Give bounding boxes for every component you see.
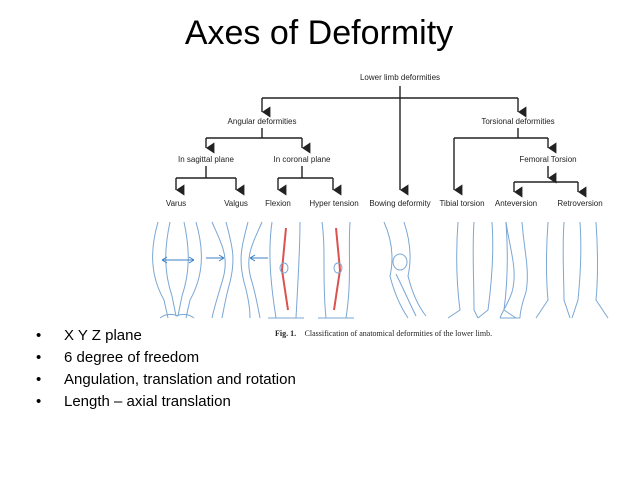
node-lower-limb-deformities: Lower limb deformities <box>360 73 440 82</box>
node-angular-deformities: Angular deformities <box>228 117 297 126</box>
bullet-item-length-axial-translation: Length – axial translation <box>36 392 296 414</box>
bullet-item-angulation-translation-rotation: Angulation, translation and rotation <box>36 370 296 392</box>
leaf-tibial-torsion: Tibial torsion <box>439 199 484 208</box>
node-coronal-plane: In coronal plane <box>274 155 331 164</box>
bullet-item-degrees-of-freedom: 6 degree of freedom <box>36 348 296 370</box>
figure-caption: Fig. 1. Classification of anatomical def… <box>275 323 492 340</box>
tree-connectors <box>175 86 587 198</box>
leaf-bowing-deformity: Bowing deformity <box>369 199 430 208</box>
leaf-flexion: Flexion <box>265 199 291 208</box>
bullet-list: X Y Z plane 6 degree of freedom Angulati… <box>36 326 296 414</box>
leaf-retroversion: Retroversion <box>557 199 602 208</box>
node-sagittal-plane: In sagittal plane <box>178 155 235 164</box>
caption-text: Classification of anatomical deformities… <box>305 329 493 338</box>
leg-illustrations <box>152 221 609 319</box>
tibial-torsion-legs-figure <box>447 221 517 319</box>
bowing-leg-figure <box>383 221 427 319</box>
retroversion-legs-figure <box>535 221 609 319</box>
node-femoral-torsion: Femoral Torsion <box>519 155 576 164</box>
leaf-varus: Varus <box>166 199 186 208</box>
varus-legs-figure <box>152 221 202 319</box>
valgus-legs-figure <box>206 221 268 319</box>
leaf-hypertension: Hyper tension <box>309 199 358 208</box>
anteversion-legs-figure <box>499 221 528 319</box>
flexion-leg-figure <box>268 221 304 319</box>
slide-title: Axes of Deformity <box>184 14 454 52</box>
hyperextension-leg-figure <box>318 221 354 319</box>
bullet-item-xyz-plane: X Y Z plane <box>36 326 296 348</box>
node-torsional-deformities: Torsional deformities <box>481 117 554 126</box>
leaf-valgus: Valgus <box>224 199 248 208</box>
leaf-anteversion: Anteversion <box>495 199 537 208</box>
